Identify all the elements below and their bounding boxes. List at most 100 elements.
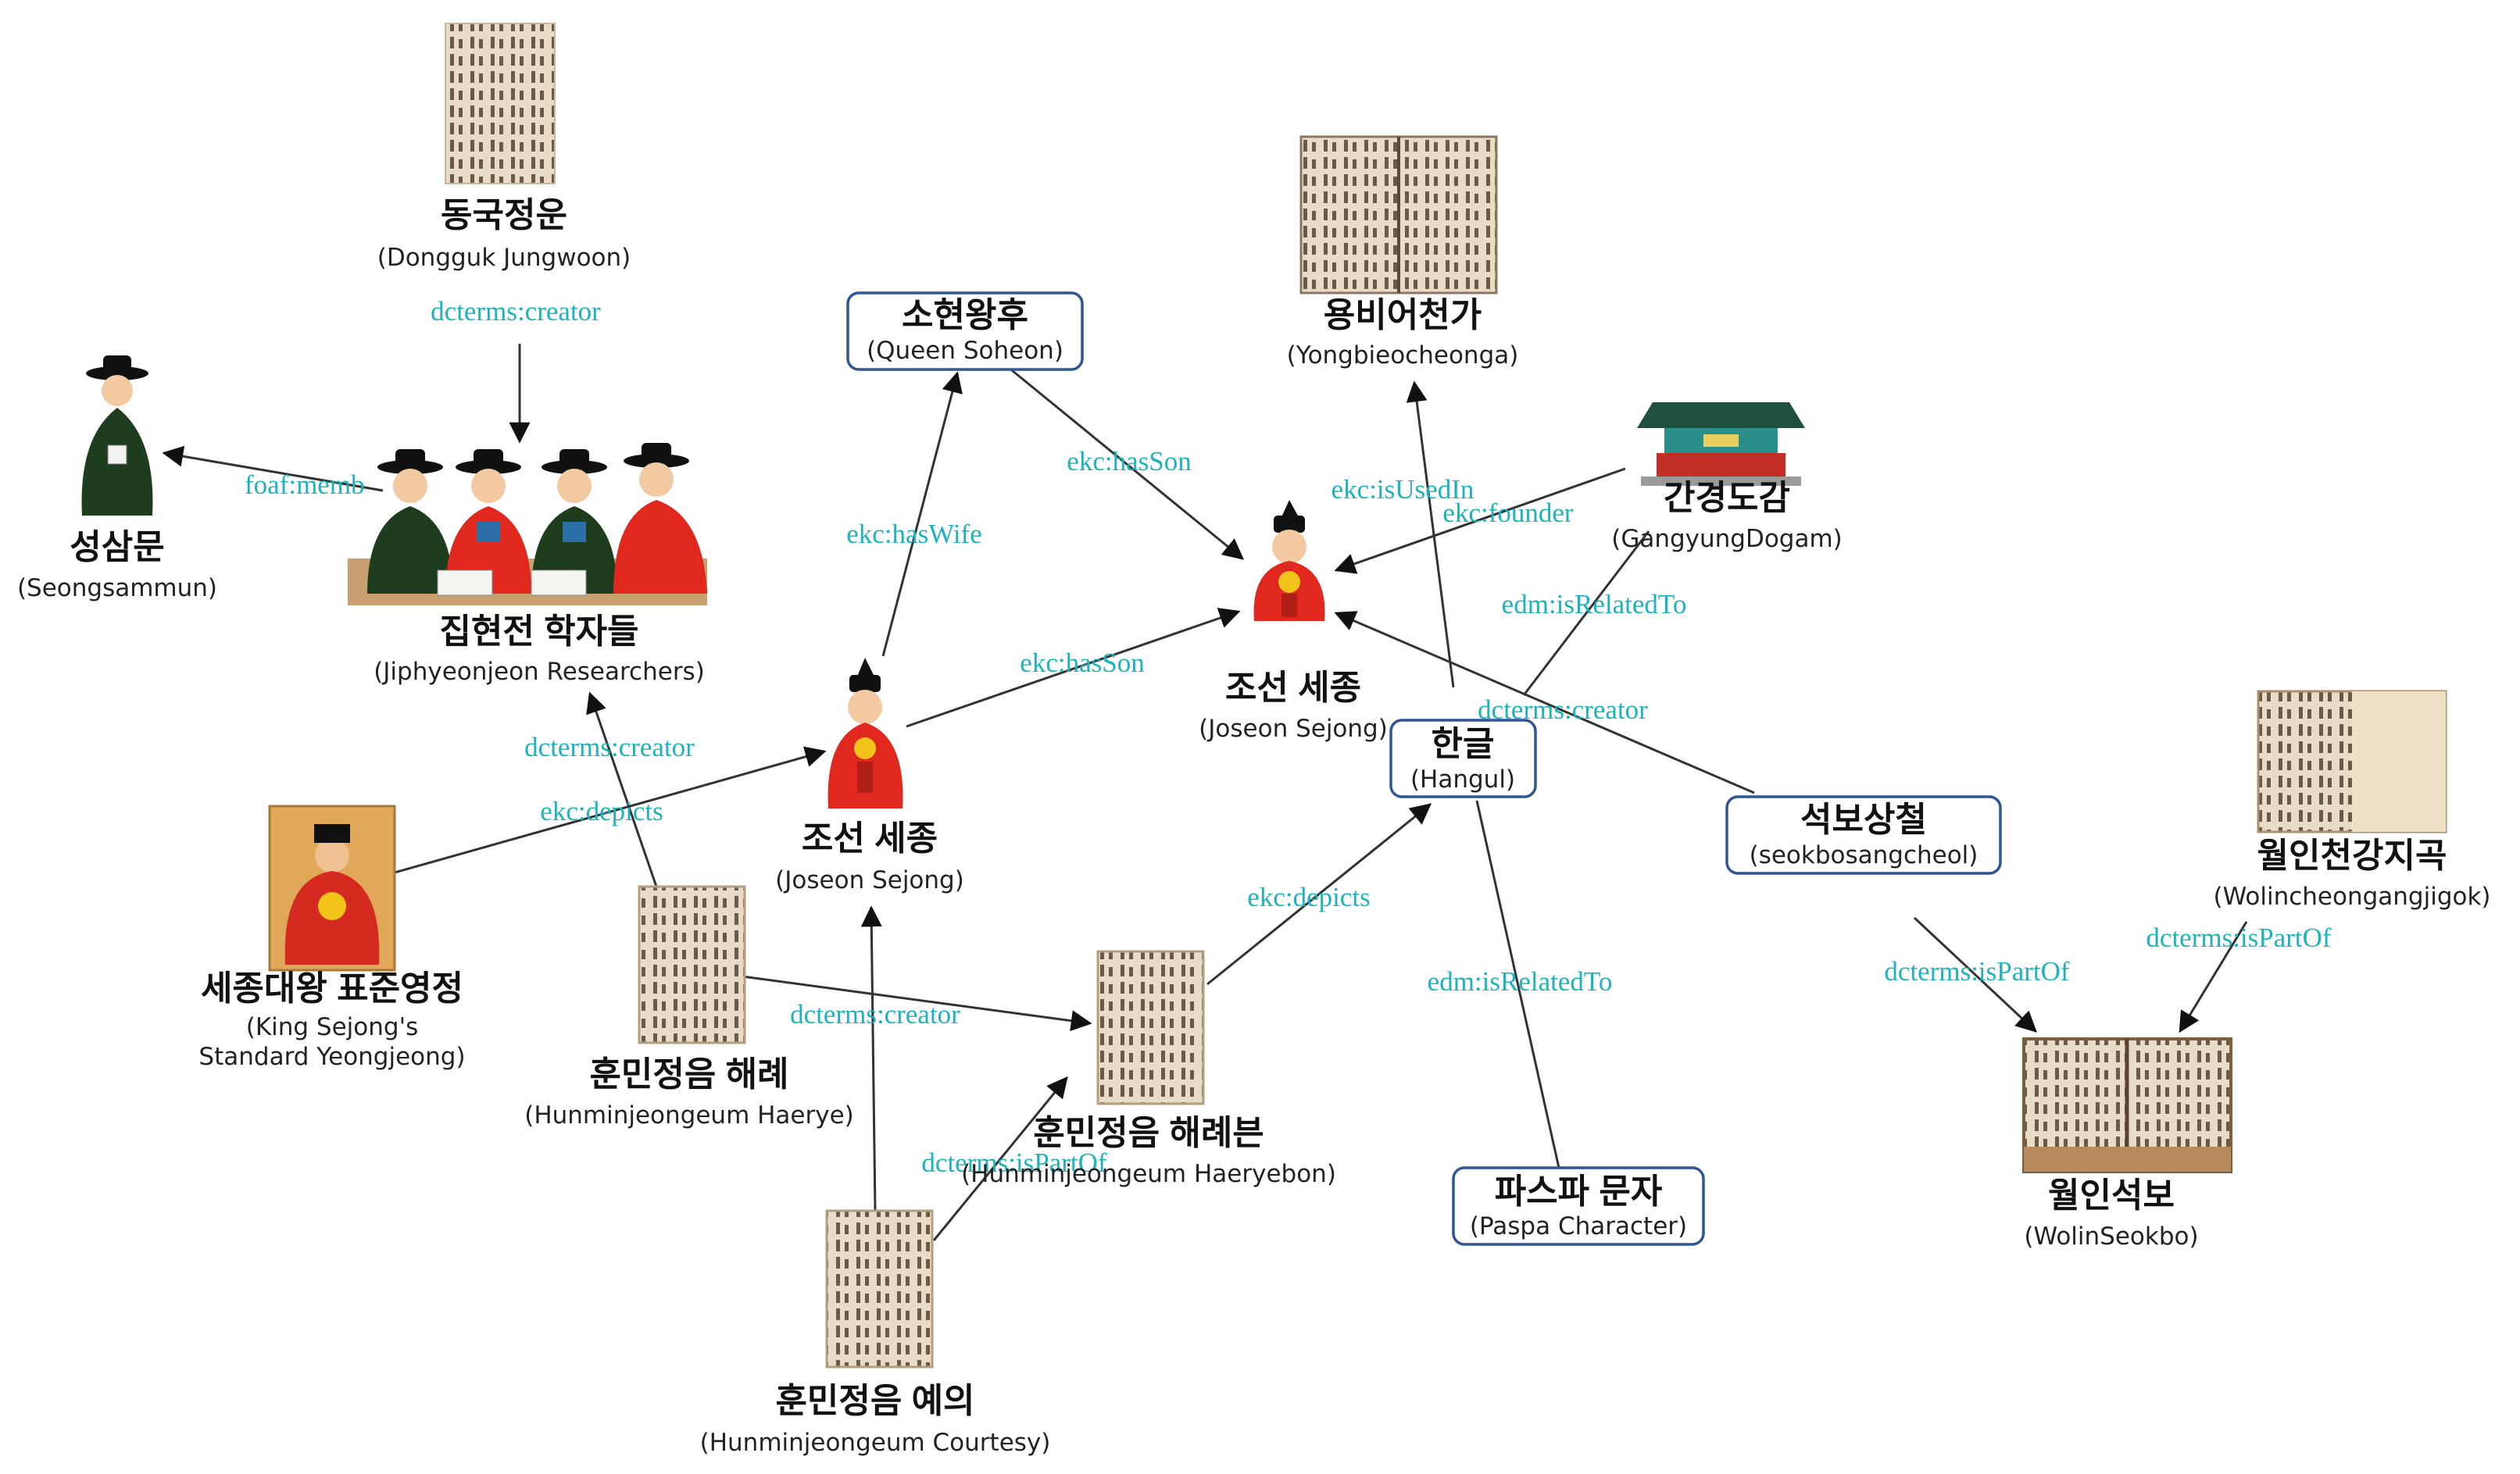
node-title: 간경도감 [1664,479,1790,517]
node-title: 조선 세종 [802,819,938,858]
node-subtitle: (Hangul) [1410,766,1515,794]
edge-haeryebon-hangul [1206,803,1432,986]
node-subtitle: (Dongguk Jungwoon) [377,244,631,272]
node-title: 동국정운 [441,196,567,234]
book-icon [2257,690,2447,833]
edge-label-part-of-wolin: dcterms:isPartOf [2146,923,2332,953]
node-subtitle: (Hunminjeongeum Haerye) [524,1101,854,1130]
edge-label-edm-related-top: edm:isRelatedTo [1502,589,1687,619]
edge-jiphyeonjeon-seongsammun [162,445,384,492]
node-portrait[interactable]: 세종대왕 표준영정 (King Sejong's Standard Yeongj… [198,805,466,1071]
node-gangyung[interactable]: 간경도감 (GangyungDogam) [1611,402,1843,553]
node-subtitle-line2: Standard Yeongjeong) [198,1043,465,1071]
edge-seokbo-wolinseokbo [1913,916,2037,1033]
node-dongguk[interactable]: 동국정운 (Dongguk Jungwoon) [377,23,631,272]
edge-label-soheon-has-son: ekc:hasSon [1067,446,1191,476]
edge-label-edm-related-paspa: edm:isRelatedTo [1428,966,1613,997]
node-subtitle: (Jiphyeonjeon Researchers) [374,658,705,686]
open-book-icon [1299,135,1498,294]
node-yongbi[interactable]: 용비어천가 (Yongbieocheonga) [1287,135,1519,369]
node-title: 훈민정음 해례븐 [1033,1114,1264,1152]
node-jiphyeonjeon[interactable]: 집현전 학자들 (Jiphyeonjeon Researchers) [348,443,707,686]
node-subtitle: (Yongbieocheonga) [1287,341,1519,369]
node-hangul[interactable]: 한글 (Hangul) [1389,719,1537,798]
king-portrait-icon [268,805,396,972]
node-title: 세종대왕 표준영정 [201,969,463,1008]
edge-label-part-of-seokbo: dcterms:isPartOf [1884,956,2070,987]
edge-label-depicts-portrait: ekc:depicts [540,796,663,826]
edge-courtesy-sejong [860,905,882,1212]
edge-label-foaf-member: foaf:memb [245,469,365,500]
node-subtitle: (WolinSeokbo) [2024,1222,2198,1251]
book-page-icon [638,885,746,1044]
edge-label-creator-courtesy: dcterms:creator [790,999,960,1030]
palace-icon [1637,402,1805,486]
node-subtitle: (GangyungDogam) [1611,525,1843,553]
node-subtitle: (Joseon Sejong) [775,866,964,894]
book-page-icon [825,1209,934,1369]
edge-wolincheon-wolinseokbo [2179,921,2248,1033]
node-subtitle: (Queen Soheon) [867,337,1063,365]
node-subtitle-line1: (King Sejong's [246,1013,419,1041]
node-subtitle: (Wolincheongangjigok) [2213,883,2490,911]
node-courtesy[interactable]: 훈민정음 예의 (Hunminjeongeum Courtesy) [700,1209,1051,1457]
edge-label-creator-jiphyeonjeon: dcterms:creator [524,732,695,762]
book-page-icon [445,23,556,184]
node-seongsammun[interactable]: 성삼문 (Seongsammun) [17,355,217,602]
node-sejong-mid[interactable]: 조선 세종 (Joseon Sejong) [775,658,964,894]
edge-label-has-wife: ekc:hasWife [846,519,982,549]
edges [162,344,2248,1241]
node-box [1389,719,1537,798]
node-subtitle: (Seongsammun) [17,574,217,602]
node-title: 성삼문 [70,528,164,566]
edge-label-has-son-mid: ekc:hasSon [1020,648,1144,678]
scholars-group-icon [348,443,707,605]
king-figure-icon [1253,500,1325,621]
node-title: 소현왕후 [902,296,1028,334]
node-seokbo[interactable]: 석보상철 (seokbosangcheol) [1725,795,2002,875]
node-box [1452,1166,1705,1246]
node-box [846,291,1084,371]
node-subtitle: (Hunminjeongeum Haeryebon) [961,1160,1336,1188]
node-soheon[interactable]: 소현왕후 (Queen Soheon) [846,291,1084,371]
node-title: 조선 세종 [1225,669,1361,707]
node-sejong-top[interactable]: 조선 세종 (Joseon Sejong) [1199,500,1388,743]
edge-courtesy-haeryebon [932,1076,1068,1241]
edge-label-depicts-hangul: ekc:depicts [1247,882,1370,912]
edge-soheon-sejong [1007,366,1245,560]
node-wolinseokbo[interactable]: 월인석보 (WolinSeokbo) [2022,1037,2232,1251]
node-title: 집현전 학자들 [439,612,638,651]
edge-label-dongguk-creator: dcterms:creator [431,296,601,327]
node-title: 월인석보 [2048,1176,2175,1215]
node-title: 파스파 문자 [1495,1172,1663,1211]
edge-label-part-of-courtesy: dcterms:isPartOf [921,1147,1107,1178]
king-figure-icon [827,658,903,808]
edge-hangul-gangyung [1522,530,1650,696]
edge-label-founder: ekc:founder [1442,498,1573,528]
edge-haerye-haeryebon [742,975,1092,1032]
edge-sejong-sejong [906,608,1241,728]
old-book-icon [2022,1037,2232,1173]
node-title: 훈민정음 예의 [775,1382,974,1420]
node-title: 월인천강지곡 [2257,837,2447,875]
edge-hangul-paspa [1475,800,1560,1169]
node-box [1725,795,2002,875]
edge-sejong-soheon [881,371,963,657]
node-haeryebon[interactable]: 훈민정음 해례븐 (Hunminjeongeum Haeryebon) [961,950,1336,1188]
node-paspa[interactable]: 파스파 문자 (Paspa Character) [1452,1166,1705,1246]
node-subtitle: (Paspa Character) [1470,1212,1687,1240]
book-page-icon [1096,950,1205,1105]
node-title: 훈민정음 해례 [589,1055,788,1094]
node-haerye[interactable]: 훈민정음 해례 (Hunminjeongeum Haerye) [524,885,854,1130]
edge-labels: dcterms:creator foaf:memb ekc:hasWife ek… [245,296,2332,1178]
node-subtitle: (Hunminjeongeum Courtesy) [700,1429,1051,1457]
node-wolincheon[interactable]: 월인천강지곡 (Wolincheongangjigok) [2213,690,2491,911]
edge-label-is-used-in: ekc:isUsedIn [1331,474,1474,505]
node-title: 용비어천가 [1324,296,1482,334]
edge-portrait-sejong [394,746,827,874]
node-subtitle: (seokbosangcheol) [1750,841,1978,869]
edge-haerye-jiphyeonjeon [586,691,658,887]
node-subtitle: (Joseon Sejong) [1199,715,1388,743]
